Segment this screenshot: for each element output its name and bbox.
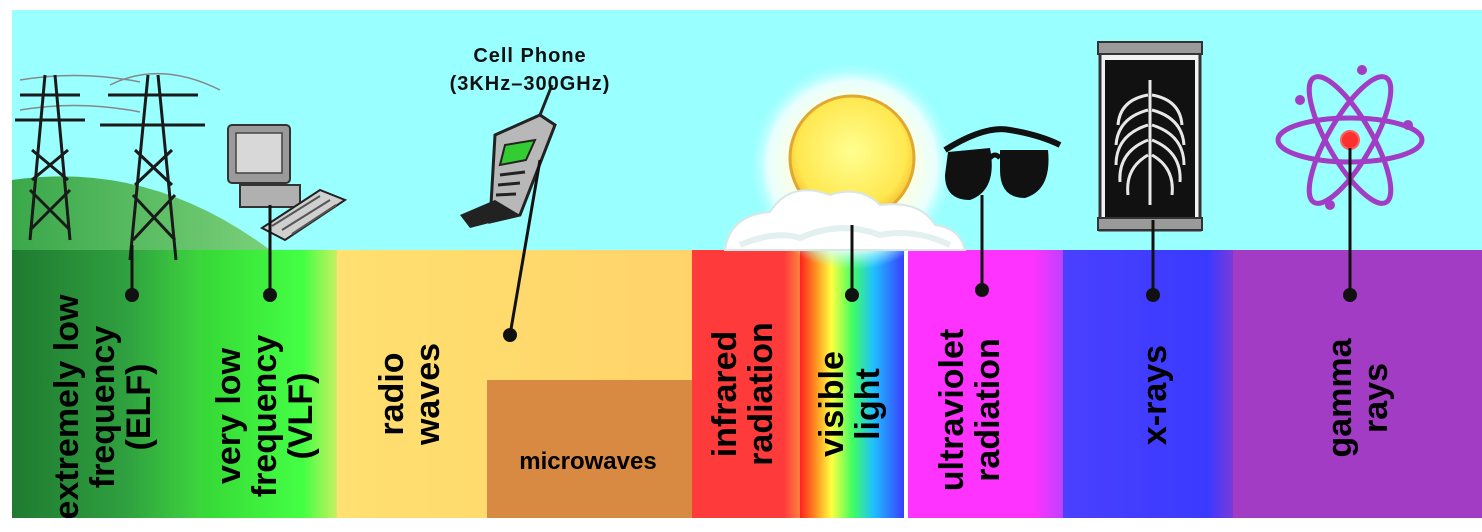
computer-icon [227,124,348,242]
band-divider [904,250,908,518]
pointer-lines [130,148,1352,336]
cell-phone-icon [460,84,557,228]
sun-icon [723,60,967,270]
label-gamma: gamma rays [1321,338,1395,458]
label-microwaves: microwaves [519,448,657,475]
band-microwaves [487,380,692,518]
power-tower-icon [15,72,221,261]
band-gamma [1233,250,1482,518]
sunglasses-icon [943,126,1062,200]
cell-phone-range: (3KHz–300GHz) [449,73,611,95]
band-infrared [692,250,800,518]
label-ultraviolet: ultraviolet radiation [933,328,1007,492]
label-visible: visible light [813,351,887,457]
label-radio: radio waves [373,342,447,446]
label-vlf: very low frequency (VLF) [210,334,320,498]
cell-phone-title: Cell Phone [473,45,587,67]
x-ray-film-icon [1097,41,1203,232]
label-elf: extremely low frequency (ELF) [48,294,158,520]
spectrum-bands [12,250,1482,518]
pointer-dots [125,283,1357,342]
label-xray: x-rays [1136,344,1174,446]
green-hill [12,176,270,250]
label-infrared: infrared radiation [706,322,780,466]
band-elf [12,250,202,518]
cell-phone-label: Cell Phone (3KHz–300GHz) [380,42,680,98]
